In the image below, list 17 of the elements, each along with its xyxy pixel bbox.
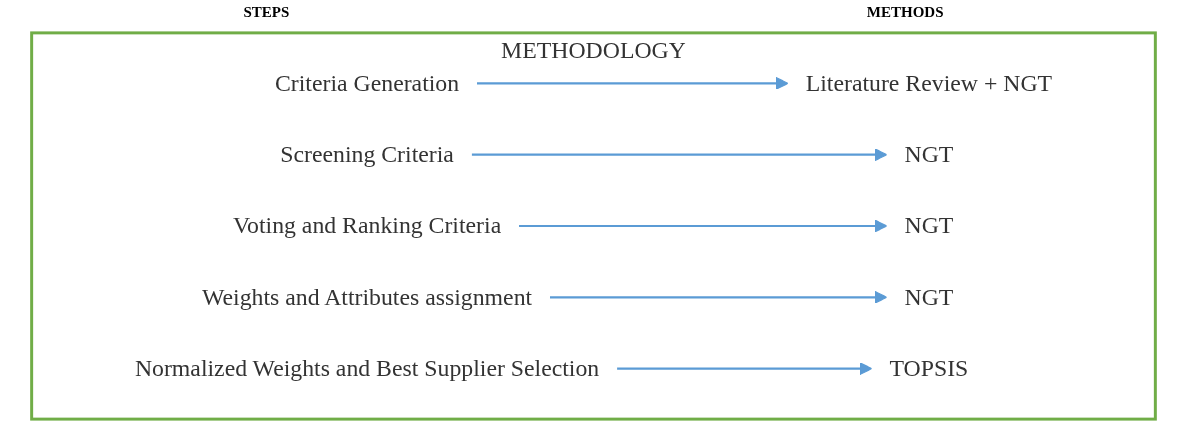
node-text: NGT	[904, 283, 954, 310]
arrow	[617, 362, 873, 376]
node-text: Screening Criteria	[280, 141, 454, 167]
column-heading: STEPS	[243, 4, 290, 21]
node-text: Weights and Attributes assignment	[201, 283, 533, 310]
arrow	[519, 219, 888, 233]
node-text: Normalized Weights and Best Supplier Selection	[134, 355, 600, 381]
node-text: NGT	[904, 212, 954, 238]
node-text: Literature Review + NGT	[805, 70, 1053, 96]
node-text: Criteria Generation	[275, 70, 460, 96]
node-text: Voting and Ranking Criteria	[232, 212, 502, 238]
node-text: NGT	[904, 141, 954, 167]
arrow	[549, 290, 888, 304]
arrow	[471, 148, 888, 162]
arrow	[476, 76, 789, 90]
node-text: TOPSIS	[889, 355, 969, 381]
column-heading: METHODS	[866, 4, 944, 21]
